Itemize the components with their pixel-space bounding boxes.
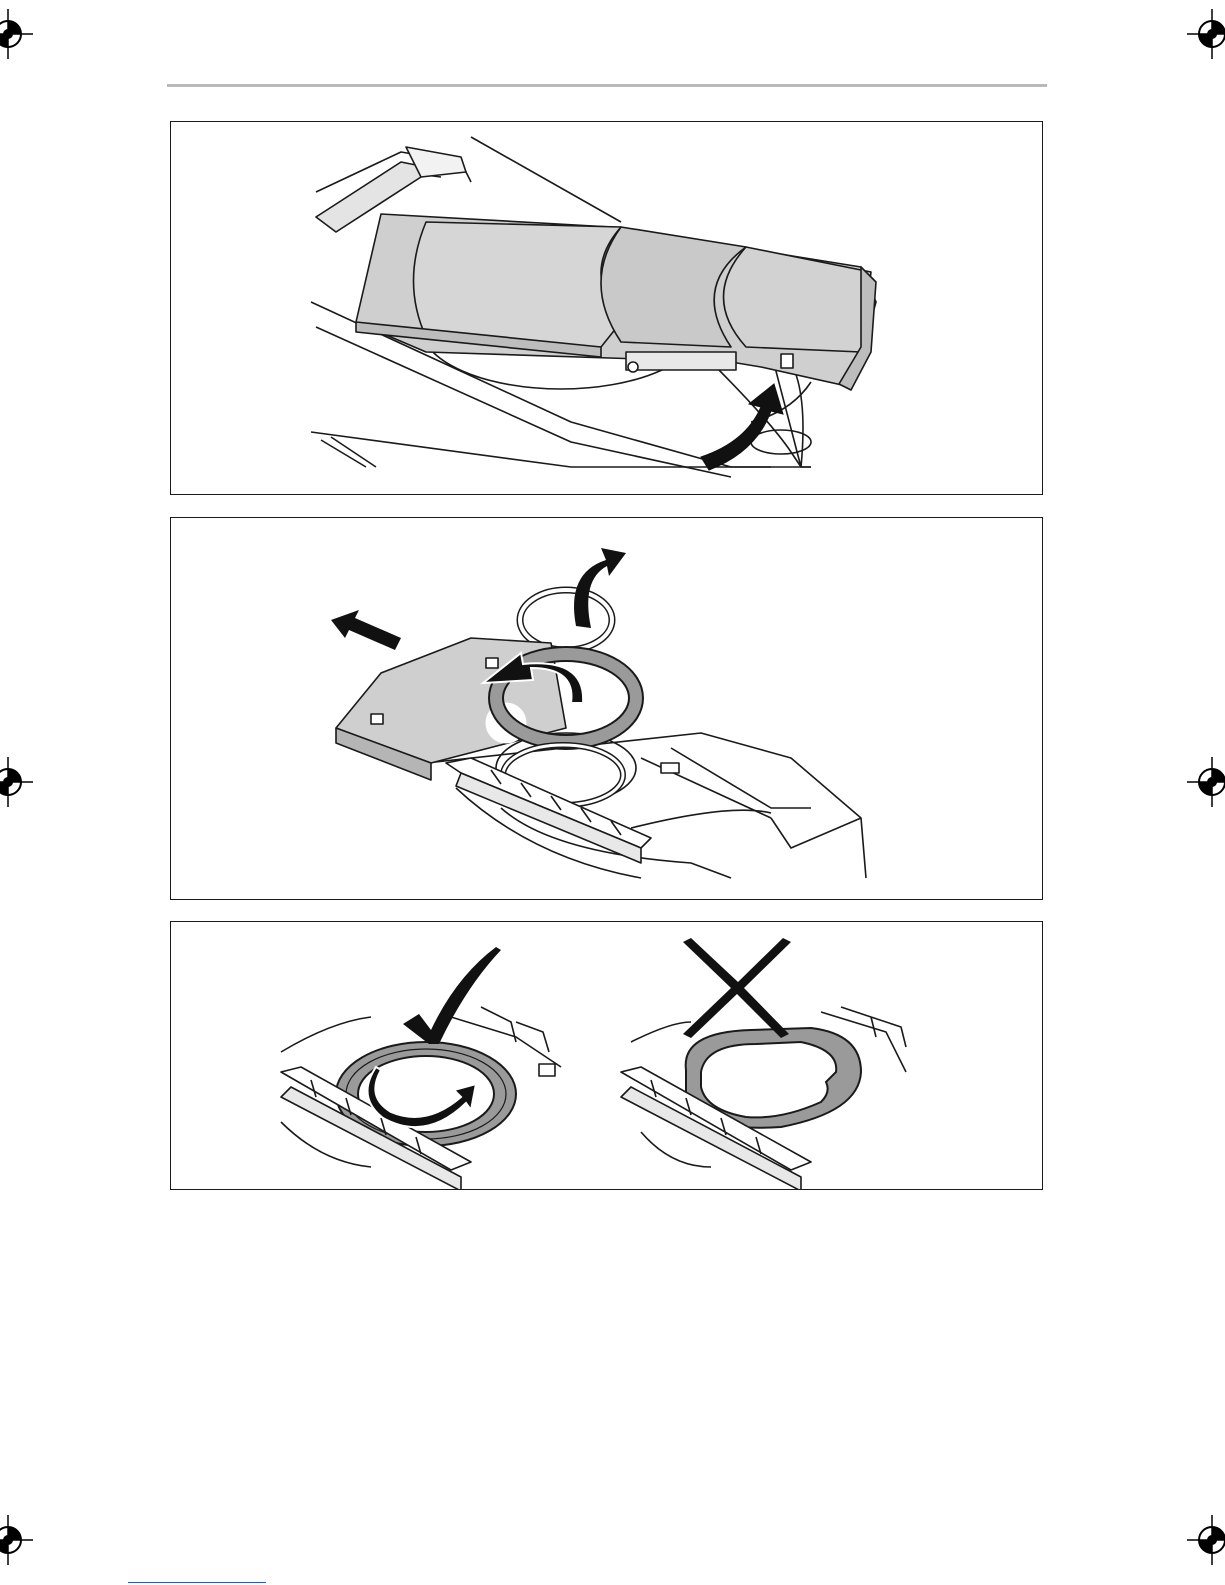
registration-mark-top-right-icon [1187, 9, 1225, 59]
illustration-panel-2 [170, 517, 1043, 900]
registration-mark-top-left-icon [0, 9, 33, 59]
footer-link-underline [128, 1582, 266, 1583]
tray-extension-illustration [171, 122, 1043, 495]
lift-up-arrow-icon [574, 548, 626, 628]
registration-mark-bottom-right-icon [1187, 1515, 1225, 1565]
ring-removal-illustration [171, 518, 1043, 900]
correct-placement [281, 947, 561, 1190]
placement-comparison-illustration [171, 922, 1043, 1190]
push-arrow-icon [701, 384, 783, 470]
incorrect-placement [621, 938, 906, 1190]
registration-mark-mid-right-icon [1187, 757, 1225, 807]
check-mark-icon [403, 947, 501, 1044]
registration-mark-bottom-left-icon [0, 1515, 33, 1565]
cross-mark-icon [683, 938, 791, 1038]
illustration-panel-3 [170, 921, 1043, 1190]
illustration-panel-1 [170, 121, 1043, 495]
slide-left-arrow-icon [331, 610, 401, 650]
registration-mark-mid-left-icon [0, 757, 33, 807]
header-rule [167, 84, 1047, 87]
